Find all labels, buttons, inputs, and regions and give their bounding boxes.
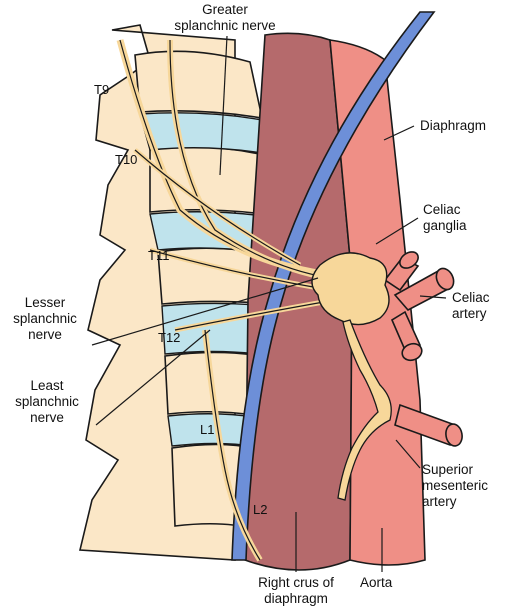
label-l2: L2 <box>253 502 268 517</box>
splanchnic-nerves <box>116 39 336 562</box>
label-celiac-artery: Celiac artery <box>452 290 490 321</box>
label-least-splanchnic-nerve: Least splanchnic nerve <box>15 378 79 425</box>
diaphragm-band <box>231 11 436 561</box>
label-celiac-ganglia: Celiac ganglia <box>423 202 467 233</box>
label-greater-splanchnic-nerve: Greater splanchnic nerve <box>174 2 276 33</box>
label-t9: T9 <box>94 82 110 97</box>
label-t12: T12 <box>158 330 181 345</box>
celiac-ganglia-shape <box>311 252 390 326</box>
aortic-plexus <box>337 319 392 501</box>
label-superior-mesenteric-artery: Superior mesenteric artery <box>422 462 489 509</box>
celiac-artery-vessel <box>383 251 455 362</box>
label-l1: L1 <box>200 422 215 437</box>
leader-lines <box>91 35 447 572</box>
label-diaphragm: Diaphragm <box>420 118 487 133</box>
disc-t9-t10 <box>139 112 269 155</box>
superior-mesenteric-vessel <box>394 403 463 447</box>
label-right-crus-of-diaphragm: Right crus of diaphragm <box>258 575 334 606</box>
label-t11: T11 <box>148 248 170 263</box>
label-t10: T10 <box>115 152 138 167</box>
label-aorta: Aorta <box>360 575 393 590</box>
label-lesser-splanchnic-nerve: Lesser splanchnic nerve <box>13 295 77 342</box>
vertebral-body-t9 <box>134 50 264 119</box>
